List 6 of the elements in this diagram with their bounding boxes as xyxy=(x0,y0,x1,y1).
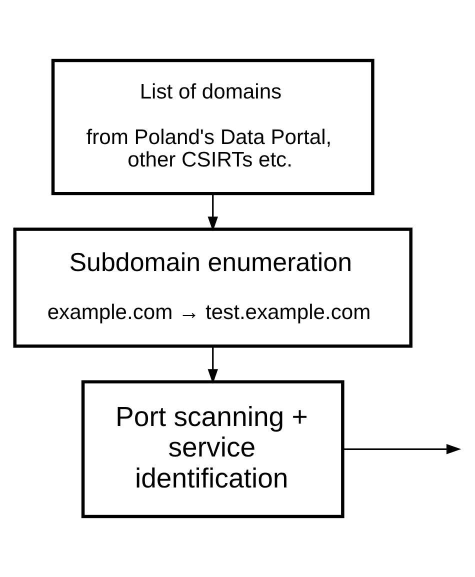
arrow xyxy=(208,346,218,384)
node-box: List of domains from Poland's Data Portal, other CSIRTs etc. xyxy=(51,58,374,196)
arrow xyxy=(342,444,462,454)
arrow xyxy=(208,194,218,232)
node-box: Port scanning + service identification xyxy=(81,380,344,518)
node-box: Subdomain enumeration example.com → test.example.com xyxy=(13,228,412,348)
